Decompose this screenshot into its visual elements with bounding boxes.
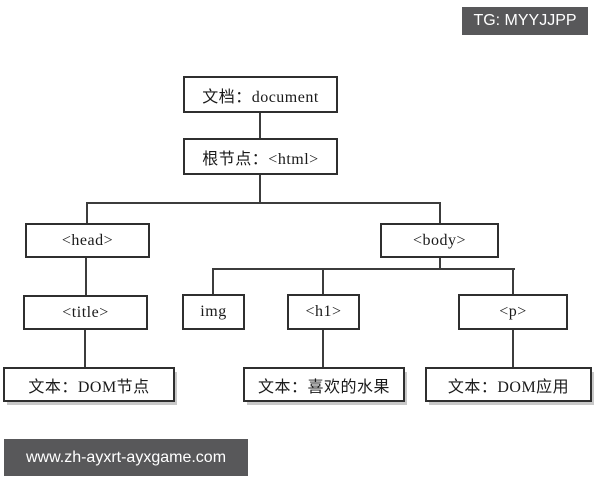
edge-split-h1: [322, 268, 324, 294]
node-h1: <h1>: [287, 294, 360, 330]
edge-html-split-stem: [259, 175, 261, 202]
node-p: <p>: [458, 294, 568, 330]
edge-split-head: [86, 202, 88, 223]
edge-title-text: [84, 330, 86, 367]
edge-html-split-bar: [86, 202, 441, 204]
edge-p-text: [512, 330, 514, 367]
site-watermark-badge: www.zh-ayxrt-ayxgame.com: [4, 439, 248, 476]
edge-split-p: [512, 268, 514, 294]
edge-split-body: [439, 202, 441, 223]
edge-body-split-bar: [212, 268, 515, 270]
tg-watermark-badge: TG: MYYJJPP: [462, 7, 588, 35]
edge-head-title: [85, 258, 87, 295]
edge-document-html: [259, 113, 261, 138]
edge-h1-text: [322, 330, 324, 367]
edge-body-split-stem: [439, 258, 441, 270]
node-img: img: [182, 294, 245, 330]
node-document: 文档：document: [183, 76, 338, 113]
node-title: <title>: [23, 295, 148, 330]
node-text-dom-app: 文本：DOM应用: [425, 367, 592, 402]
node-head: <head>: [25, 223, 150, 258]
node-text-favorite-fruit: 文本：喜欢的水果: [243, 367, 405, 402]
node-text-dom-node: 文本：DOM节点: [3, 367, 175, 402]
node-html-root: 根节点：<html>: [183, 138, 338, 175]
edge-split-img: [212, 268, 214, 294]
node-body: <body>: [380, 223, 499, 258]
